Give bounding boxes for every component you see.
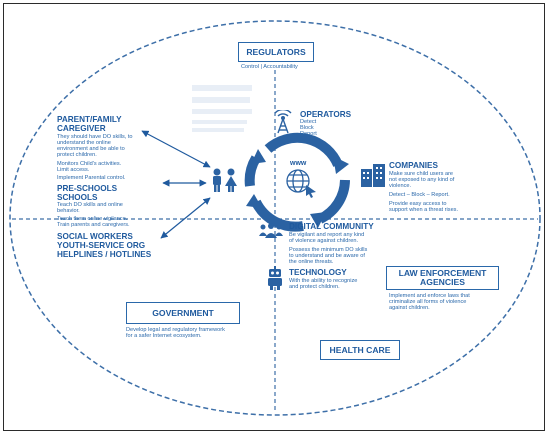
antenna-icon	[274, 110, 292, 134]
operators-line: Report	[300, 131, 317, 137]
cycle-arc-top	[264, 132, 343, 168]
companies-line: violence.	[389, 183, 412, 189]
schools-line: Teach them online vigilance.	[57, 216, 128, 222]
schools-title: PRE-SCHOOLS	[57, 184, 118, 193]
government-line: Develop legal and regulatory framework	[126, 327, 225, 333]
cycle-arrowhead	[310, 212, 326, 228]
operators-title: OPERATORS	[300, 110, 352, 119]
parent-line: understand the online	[57, 140, 111, 146]
parent-title: CAREGIVER	[57, 124, 106, 133]
cycle-arrowhead	[246, 194, 262, 208]
law-title: AGENCIES	[420, 277, 465, 287]
digital-title: DIGITAL COMMUNITY	[289, 222, 374, 231]
companies-line: Provide easy access to	[389, 201, 447, 207]
globe-icon	[286, 169, 316, 198]
parent-line: protect children.	[57, 152, 97, 158]
schools-line: Train parents and caregivers.	[57, 222, 130, 228]
health-care-box: HEALTH CARE	[320, 340, 400, 360]
government-title: GOVERNMENT	[152, 308, 214, 318]
buildings-icon	[361, 164, 385, 187]
operators-line: Block	[300, 125, 314, 131]
digital-line: of violence against children.	[289, 238, 359, 244]
arrow-to-parent	[141, 130, 211, 168]
schools-line: behavior.	[57, 208, 80, 214]
companies-title: COMPANIES	[389, 161, 438, 170]
schools-title: SCHOOLS	[57, 193, 98, 202]
companies-line: Detect – Block – Report.	[389, 192, 450, 198]
law-line: against children.	[389, 305, 430, 311]
regulators-subtitle: Control | Accountability	[241, 64, 298, 70]
government-box: GOVERNMENT	[126, 302, 240, 324]
regulators-title: REGULATORS	[246, 47, 306, 57]
technology-title: TECHNOLOGY	[289, 268, 347, 277]
outer-dashed-ellipse	[9, 20, 541, 416]
digital-line: Possess the minimum DO skills	[289, 247, 368, 253]
social-title: YOUTH-SERVICE ORG	[57, 241, 146, 250]
faint-text-bar	[192, 85, 252, 91]
arrow-to-social	[160, 197, 211, 239]
schools-line: Teach DO skills and online	[57, 202, 123, 208]
parent-line: Monitors Child's activities.	[57, 161, 122, 167]
companies-line: support when a threat rises.	[389, 207, 459, 213]
law-enforcement-box: LAW ENFORCEMENT AGENCIES	[386, 266, 499, 290]
social-title: SOCIAL WORKERS	[57, 232, 133, 241]
parent-line: Implement Parental control.	[57, 175, 126, 181]
faint-text-bar	[192, 109, 252, 114]
technology-line: and protect children.	[289, 284, 340, 290]
social-title: HELPLINES / HOTLINES	[57, 250, 152, 259]
regulators-box: REGULATORS	[238, 42, 314, 62]
parent-line: Limit access.	[57, 167, 90, 173]
government-line: for a safer Internet ecosystem.	[126, 333, 202, 339]
companies-line: Make sure child users are	[389, 171, 454, 177]
faint-text-bar	[192, 128, 244, 132]
cycle-arc-right	[317, 179, 350, 224]
parent-line: environment and be able to	[57, 146, 125, 152]
digital-line: to understand and be aware of	[289, 253, 365, 259]
parent-title: PARENT/FAMILY	[57, 115, 122, 124]
digital-line: Be vigilant and report any kind	[289, 232, 365, 238]
companies-line: not exposed to any kind of	[389, 177, 455, 183]
operators-line: Detect	[300, 119, 317, 125]
technology-line: With the ability to recognize	[289, 278, 358, 284]
digital-line: the online threats.	[289, 259, 334, 265]
www-label: www	[290, 160, 307, 167]
parent-line: They should have DO skills, to	[57, 134, 133, 140]
children-icon	[213, 168, 237, 192]
robot-icon	[268, 266, 282, 290]
law-line: Implement and enforce laws that	[389, 293, 470, 299]
law-line: criminalize all forms of violence	[389, 299, 467, 305]
cycle-arrowhead	[251, 149, 266, 164]
faint-text-bar	[192, 97, 250, 103]
community-icon	[259, 223, 283, 238]
diagram-frame	[3, 3, 545, 431]
cycle-arrowhead	[333, 156, 349, 174]
faint-text-bar	[192, 120, 247, 124]
health-title: HEALTH CARE	[329, 345, 391, 355]
law-title: LAW ENFORCEMENT	[398, 267, 487, 278]
